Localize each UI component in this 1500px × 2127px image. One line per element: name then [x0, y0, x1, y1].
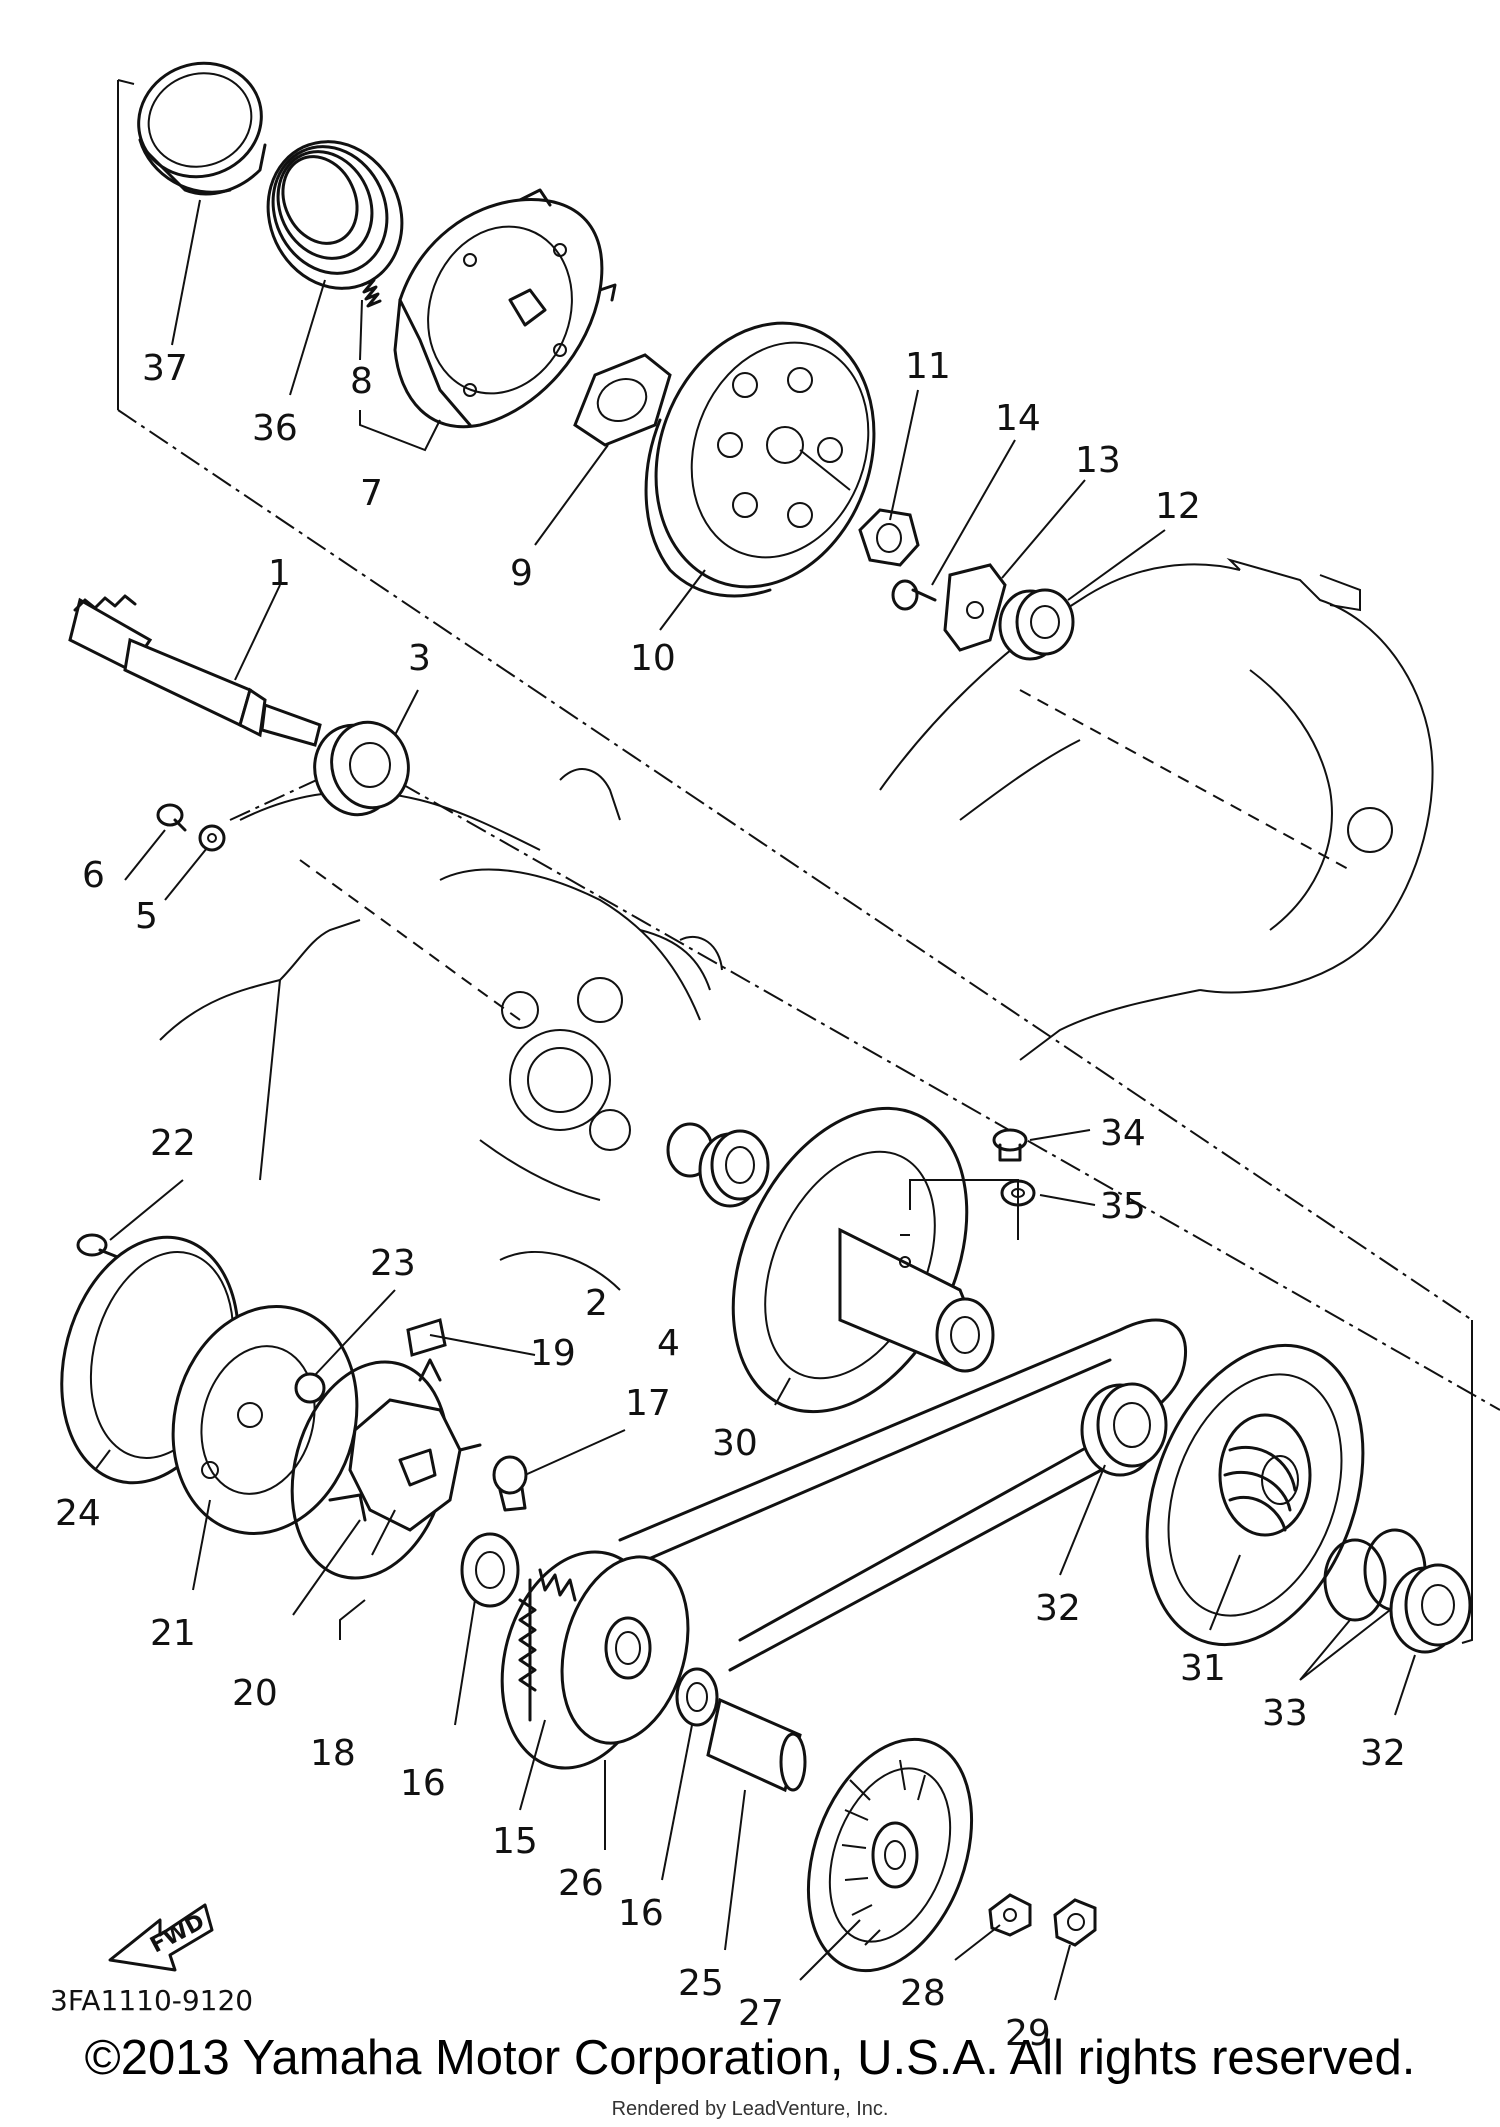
part-label-35: 35	[1100, 1186, 1146, 1227]
part-6-bolt	[156, 803, 187, 832]
part-label-17: 17	[625, 1383, 671, 1424]
part-9-clutch-nut	[573, 353, 672, 447]
part-16-oil-seal-left	[460, 1532, 520, 1608]
part-label-3: 3	[408, 638, 431, 679]
part-31-secondary-fixed-sheave	[1145, 1343, 1365, 1647]
part-label-31: 31	[1180, 1648, 1226, 1689]
part-label-8: 8	[350, 361, 373, 402]
part-19-slider-piece	[406, 1318, 447, 1357]
part-7-clutch-carrier	[393, 188, 617, 429]
part-label-15: 15	[492, 1821, 538, 1862]
part-label-6: 6	[82, 855, 105, 896]
part-12-bearing	[998, 588, 1075, 661]
part-label-12: 12	[1155, 486, 1201, 527]
part-label-4: 4	[657, 1323, 680, 1364]
forward-arrow-icon: FWD	[108, 1903, 214, 1972]
part-label-29: 29	[1005, 2013, 1051, 2054]
part-label-27: 27	[738, 1993, 784, 2034]
part-16-oil-seal-right	[675, 1667, 719, 1727]
part-label-16-left: 16	[400, 1763, 446, 1804]
part-label-30: 30	[712, 1423, 758, 1464]
part-26-cam-sheave	[560, 1555, 690, 1745]
part-4-oil-seal	[698, 1129, 770, 1208]
part-label-22: 22	[150, 1123, 196, 1164]
part-label-24: 24	[55, 1493, 101, 1534]
part-23-guide	[294, 1372, 326, 1404]
part-label-2: 2	[585, 1283, 608, 1324]
part-5-washer	[198, 824, 226, 852]
part-32-oil-seal-lower	[1389, 1563, 1472, 1654]
part-label-11: 11	[905, 346, 951, 387]
part-label-28: 28	[900, 1973, 946, 2014]
crankcase-cover-outline	[879, 557, 1434, 1061]
part-label-32-upper: 32	[1035, 1588, 1081, 1629]
part-11-nut	[858, 508, 920, 567]
part-1-primary-shaft	[68, 594, 322, 747]
part-label-26: 26	[558, 1863, 604, 1904]
part-label-21: 21	[150, 1613, 196, 1654]
part-30-secondary-sliding-sheave	[731, 1106, 995, 1414]
drawing-code: 3FA1110-9120	[50, 1984, 253, 2017]
part-label-7: 7	[360, 473, 383, 514]
part-label-5: 5	[135, 896, 158, 937]
part-14-bolt	[891, 579, 937, 611]
part-8-small-spring	[360, 278, 382, 308]
part-29-nut	[1053, 1898, 1097, 1947]
part-25-collar	[706, 1697, 807, 1793]
part-37-clutch-housing-cup	[137, 61, 267, 196]
part-label-23: 23	[370, 1243, 416, 1284]
part-label-20: 20	[232, 1673, 278, 1714]
part-34-bolt	[992, 1128, 1028, 1162]
part-number-labels: 37 36 8 7 9 10 11 14 13 12 1 3 6 5 22 23…	[55, 346, 1406, 2054]
rendered-by-notice: Rendered by LeadVenture, Inc.	[611, 2098, 889, 2120]
copyright-notice: ©2013 Yamaha Motor Corporation, U.S.A. A…	[84, 2031, 1416, 2085]
part-label-13: 13	[1075, 440, 1121, 481]
part-32-oil-seal-upper	[1080, 1382, 1168, 1477]
part-label-19: 19	[530, 1333, 576, 1374]
part-3-bearing	[313, 720, 410, 817]
part-label-10: 10	[630, 638, 676, 679]
part-label-1: 1	[268, 553, 291, 594]
part-label-18: 18	[310, 1733, 356, 1774]
part-label-32-lower: 32	[1360, 1733, 1406, 1774]
leader-lines	[94, 199, 1416, 2001]
crankcase-outline	[159, 768, 723, 1291]
part-label-9: 9	[510, 553, 533, 594]
part-label-16-right: 16	[618, 1893, 664, 1934]
part-label-34: 34	[1100, 1113, 1146, 1154]
part-17-weight	[492, 1455, 528, 1512]
part-27-primary-fixed-sheave	[806, 1737, 974, 1973]
part-label-37: 37	[142, 348, 188, 389]
part-13-plate	[943, 563, 1007, 652]
part-22-bolt	[76, 1233, 122, 1260]
part-label-36: 36	[252, 408, 298, 449]
part-36-compression-spring	[266, 140, 404, 290]
part-label-14: 14	[995, 398, 1041, 439]
part-10-clutch-housing	[644, 321, 876, 598]
part-label-33: 33	[1262, 1693, 1308, 1734]
part-label-25: 25	[678, 1963, 724, 2004]
part-18-slider	[328, 1358, 482, 1532]
